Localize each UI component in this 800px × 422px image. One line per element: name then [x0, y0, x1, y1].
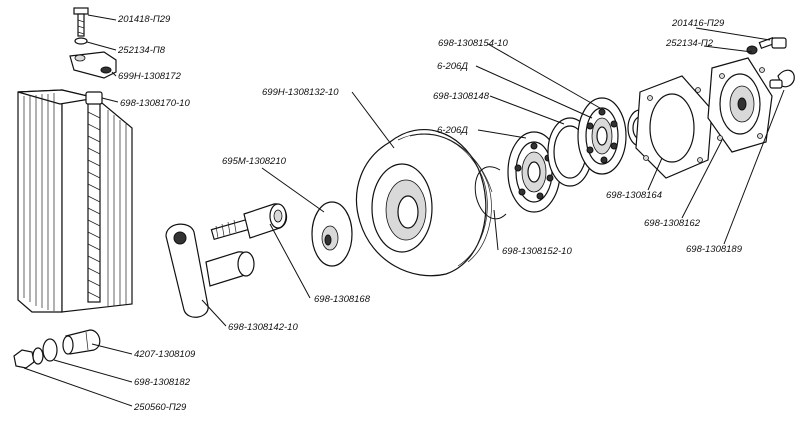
label-axle: 698-1308168	[314, 294, 371, 305]
fitting-part	[769, 69, 795, 89]
label-washer-bottom: 698-1308182	[134, 377, 191, 388]
label-disc: 695М-1308210	[222, 156, 287, 167]
bolt-left-part	[73, 7, 89, 37]
label-washer-left: 252134-П8	[117, 45, 166, 56]
label-snap-ring: 698-1308152-10	[502, 246, 572, 257]
label-lever: 698-1308142-10	[228, 322, 298, 333]
washer-bottom-part	[42, 338, 58, 362]
label-pulley: 699Н-1308132-10	[262, 87, 339, 98]
pulley-part	[355, 129, 493, 277]
leader-lines	[23, 14, 785, 407]
washer-right-part	[746, 45, 758, 55]
tip-part	[62, 329, 101, 355]
bolt-right-part	[758, 37, 787, 49]
label-plate-left: 699Н-1308172	[118, 71, 182, 82]
washer-left-part	[74, 37, 88, 45]
cover-inner-part	[635, 75, 713, 179]
bearing-top-part	[577, 97, 627, 175]
label-fitting: 698-1308189	[686, 244, 743, 255]
label-ring-mid: 698-1308148	[433, 91, 490, 102]
bearing-mid-part	[507, 131, 561, 213]
disc-part	[311, 201, 353, 267]
axle-part	[210, 203, 288, 241]
label-tip: 4207-1308109	[134, 349, 196, 360]
label-nut: 250560-П29	[133, 402, 187, 413]
nut-bottom-part	[13, 347, 44, 369]
lever-part	[165, 223, 255, 318]
label-cover-outer: 698-1308162	[644, 218, 701, 229]
label-bolt-left: 201418-П29	[117, 14, 171, 25]
label-bolt-right: 201416-П29	[671, 18, 725, 29]
plate-left-part	[69, 51, 117, 79]
bracket-housing	[17, 89, 133, 313]
label-spacer-top: 698-1308154-10	[438, 38, 508, 49]
label-washer-right: 252134-П2	[665, 38, 714, 49]
label-bearing-top: 6-206Д	[437, 61, 468, 72]
label-shaft-top: 698-1308170-10	[120, 98, 190, 109]
cover-outer-part	[707, 57, 773, 153]
label-cover-inner: 698-1308164	[606, 190, 662, 201]
label-bearing-mid: 6-206Д	[437, 125, 468, 136]
